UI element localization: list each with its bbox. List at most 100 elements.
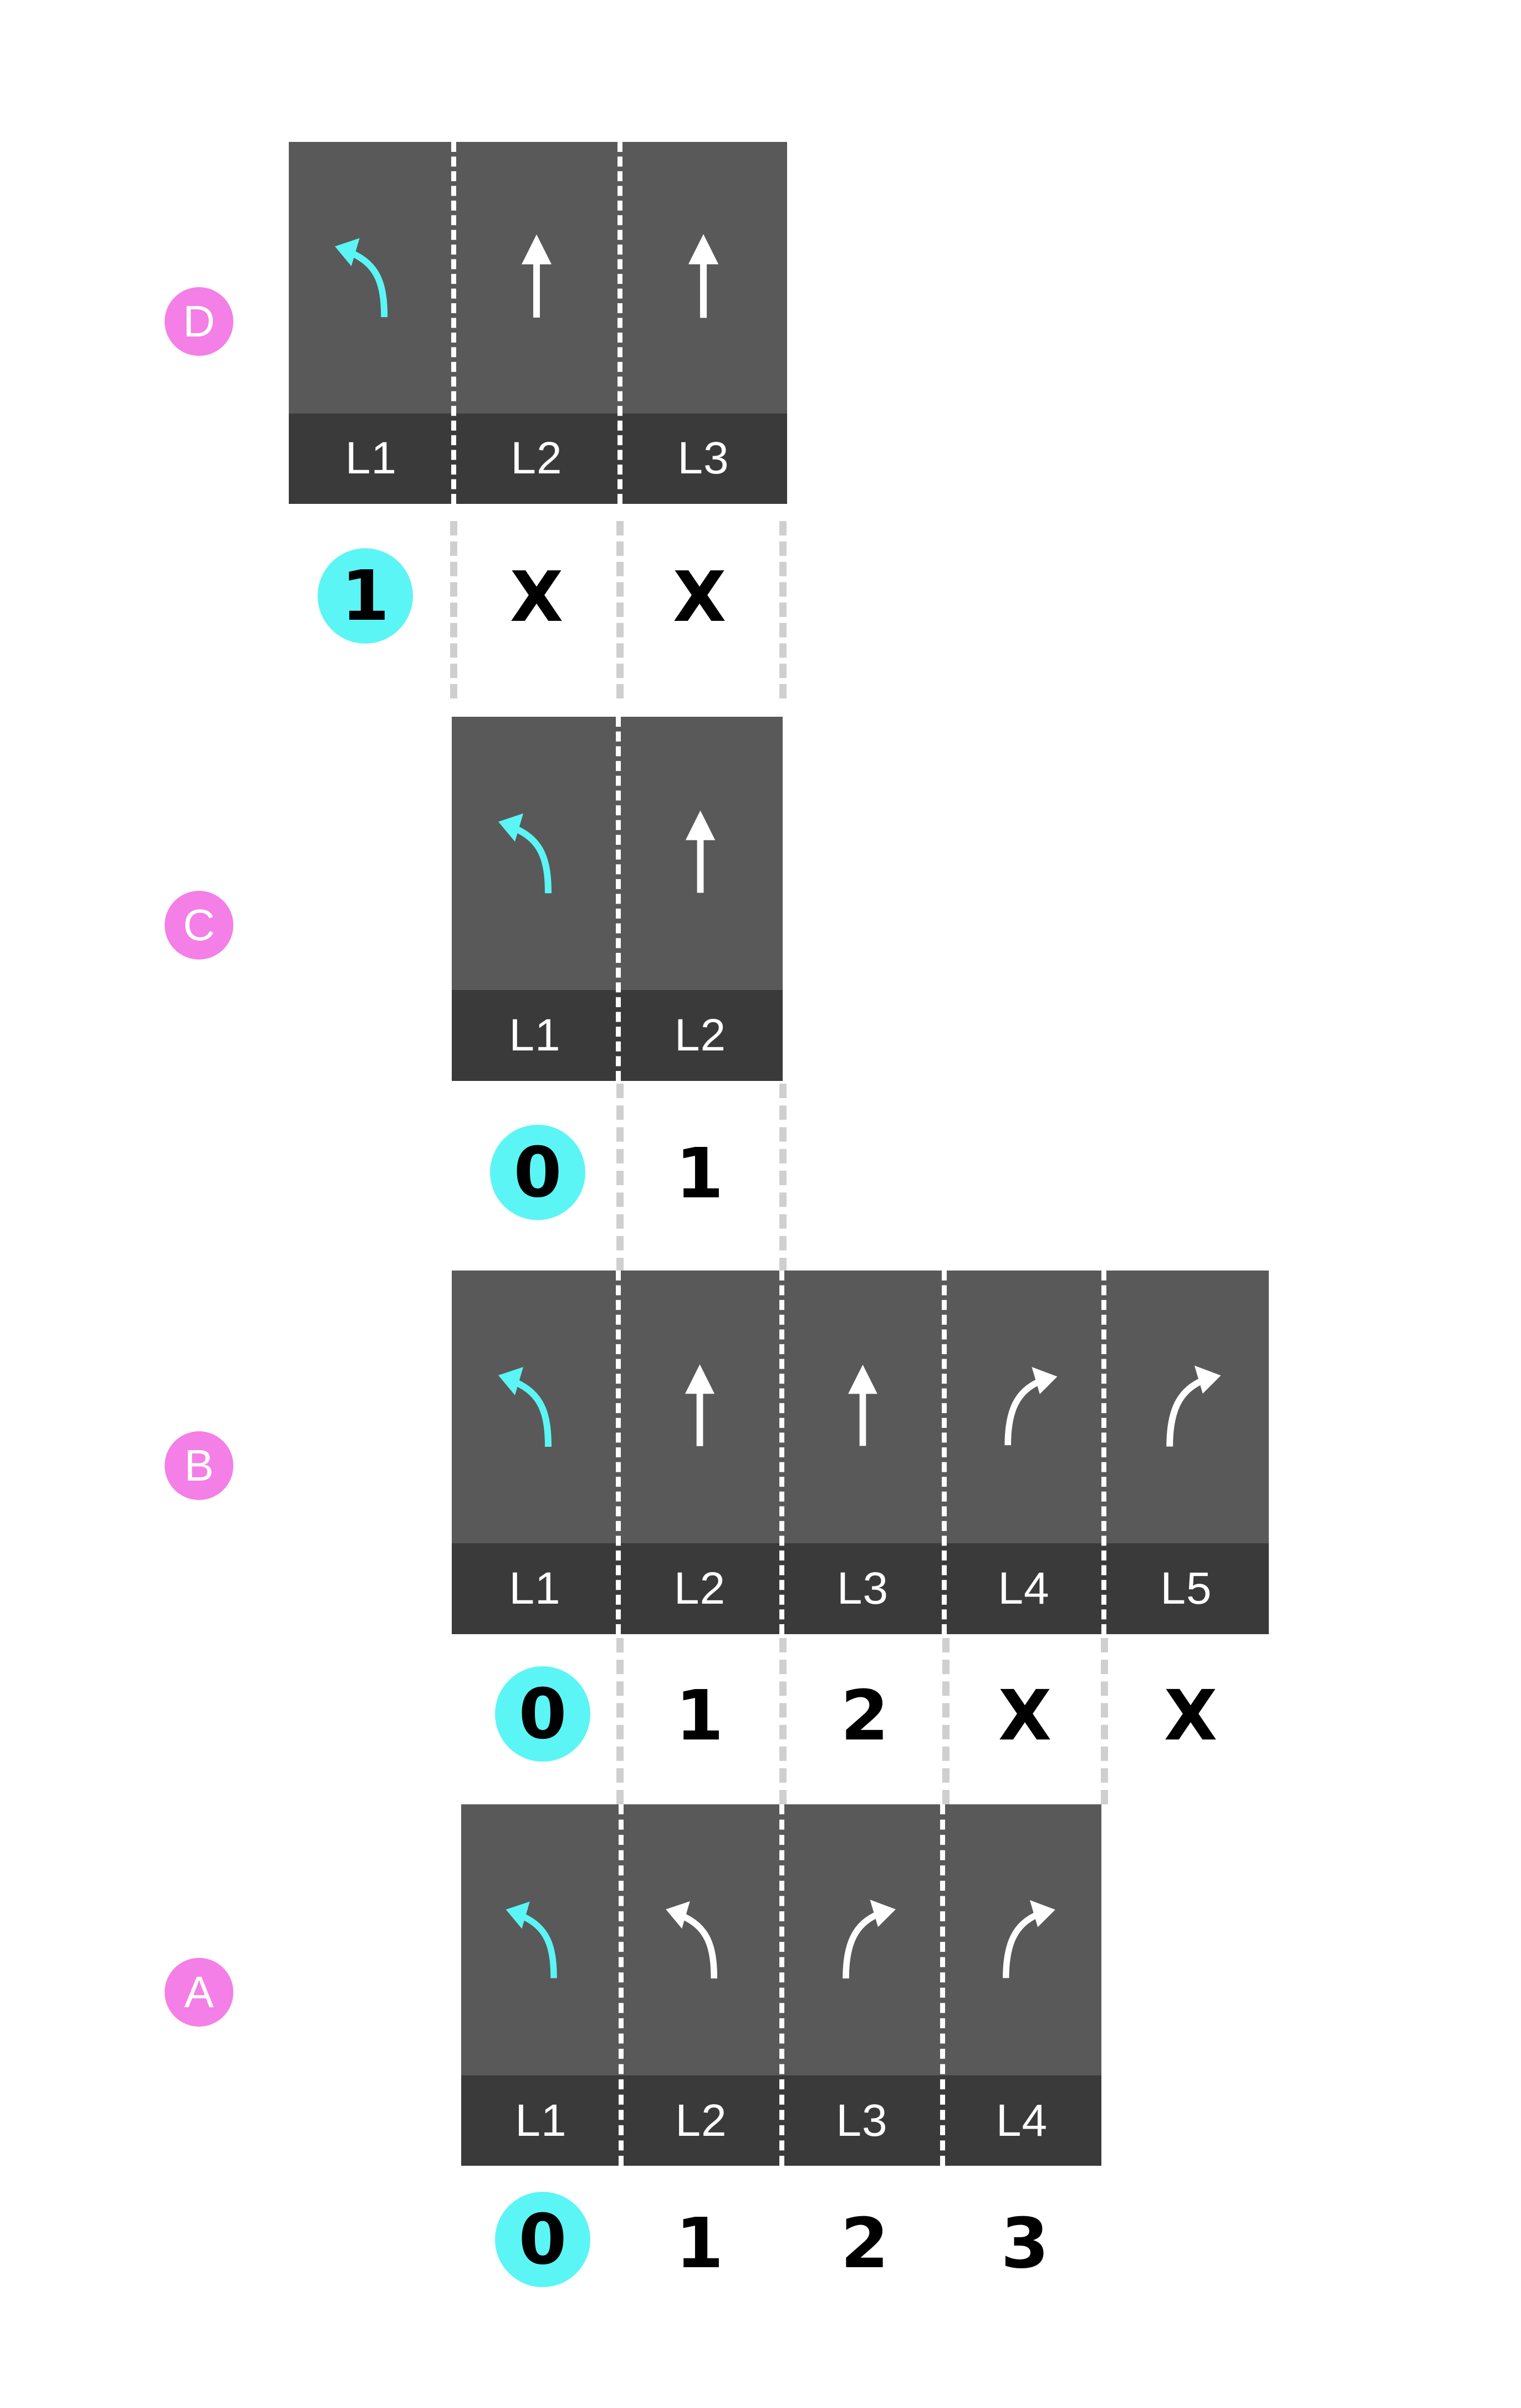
lane-b-1: L1 bbox=[452, 1271, 618, 1634]
arrow-shaft bbox=[513, 825, 552, 894]
lane-divider bbox=[451, 142, 456, 504]
lane-label: L2 bbox=[453, 413, 620, 504]
lane-b-3: L3 bbox=[782, 1271, 944, 1634]
guide-line bbox=[450, 521, 457, 698]
straight-arrow-icon bbox=[618, 1271, 782, 1543]
left-turn-arrow-icon-glyph bbox=[335, 238, 388, 318]
score: X bbox=[509, 557, 564, 637]
lane-label: L1 bbox=[461, 2075, 621, 2166]
left-turn-arrow-icon-glyph bbox=[498, 1367, 552, 1447]
score: X bbox=[1163, 1675, 1218, 1756]
guide-line bbox=[616, 1638, 624, 1804]
score: 2 bbox=[840, 1675, 889, 1756]
lane-d-3: L3 bbox=[620, 142, 787, 504]
arrow-head bbox=[870, 1900, 896, 1927]
lane-c-2: L2 bbox=[618, 717, 783, 1081]
straight-arrow-icon bbox=[618, 717, 783, 990]
lane-divider bbox=[940, 1804, 945, 2166]
lane-label: L2 bbox=[618, 989, 783, 1081]
straight-arrow-icon-glyph bbox=[685, 1364, 715, 1446]
straight-arrow-icon-glyph bbox=[688, 234, 719, 318]
guide-line bbox=[1101, 1638, 1108, 1804]
arrow-shaft bbox=[1004, 1378, 1042, 1446]
guide-line bbox=[616, 1084, 624, 1272]
lane-label: L5 bbox=[1104, 1543, 1269, 1634]
score: X bbox=[998, 1675, 1052, 1756]
score-highlight: 0 bbox=[495, 2192, 590, 2287]
group-badge-b: B bbox=[165, 1431, 233, 1500]
lane-divider bbox=[617, 142, 622, 504]
right-turn-arrow-icon-glyph bbox=[843, 1900, 896, 1979]
arrow-head bbox=[688, 234, 719, 264]
arrow-head bbox=[335, 238, 360, 267]
arrow-shaft bbox=[520, 1913, 557, 1978]
lane-c-1: L1 bbox=[452, 717, 618, 1081]
arrow-head bbox=[498, 1367, 523, 1395]
lane-a-4: L4 bbox=[942, 1804, 1101, 2166]
lane-label: L4 bbox=[944, 1543, 1104, 1634]
arrow-head bbox=[1194, 1365, 1221, 1394]
straight-arrow-icon-glyph bbox=[848, 1364, 877, 1446]
right-turn-arrow-icon-glyph bbox=[1166, 1365, 1221, 1447]
arrow-shaft bbox=[843, 1911, 880, 1979]
left-turn-arrow-icon-glyph bbox=[506, 1901, 557, 1978]
arrow-head bbox=[498, 813, 523, 842]
left-turn-arrow-icon bbox=[621, 1804, 782, 2075]
guide-line bbox=[779, 1084, 787, 1272]
arrow-head bbox=[848, 1364, 877, 1394]
straight-arrow-icon bbox=[453, 142, 620, 414]
lane-divider bbox=[779, 1271, 784, 1634]
arrow-shaft bbox=[680, 1912, 717, 1979]
score-highlight: 0 bbox=[495, 1666, 590, 1762]
lane-label: L2 bbox=[621, 2075, 782, 2166]
lane-b-2: L2 bbox=[618, 1271, 782, 1634]
lane-label: L1 bbox=[289, 413, 453, 504]
arrow-head bbox=[1032, 1367, 1058, 1394]
lane-b-4: L4 bbox=[944, 1271, 1104, 1634]
guide-line bbox=[616, 521, 624, 698]
arrow-shaft bbox=[513, 1379, 552, 1447]
lane-label: L4 bbox=[942, 2075, 1101, 2166]
lane-label: L3 bbox=[620, 413, 787, 504]
right-turn-arrow-icon bbox=[944, 1271, 1104, 1543]
score-highlight: 0 bbox=[490, 1125, 585, 1220]
right-turn-arrow-icon bbox=[1104, 1271, 1269, 1543]
lane-label: L3 bbox=[782, 2075, 942, 2166]
score: 3 bbox=[1001, 2203, 1049, 2284]
lane-divider bbox=[616, 717, 621, 1081]
left-turn-arrow-icon-glyph bbox=[666, 1901, 717, 1979]
arrow-head bbox=[666, 1901, 690, 1929]
arrow-head bbox=[522, 234, 552, 264]
right-turn-arrow-icon bbox=[942, 1804, 1101, 2075]
straight-arrow-icon-glyph bbox=[685, 810, 716, 893]
arrow-head bbox=[685, 810, 716, 840]
right-turn-arrow-icon bbox=[782, 1804, 942, 2075]
lane-divider bbox=[1101, 1271, 1106, 1634]
arrow-head bbox=[1029, 1900, 1055, 1927]
lane-label: L1 bbox=[452, 989, 618, 1081]
lane-label: L3 bbox=[782, 1543, 944, 1634]
arrow-shaft bbox=[1003, 1911, 1039, 1978]
score: 2 bbox=[840, 2203, 889, 2284]
left-turn-arrow-icon bbox=[452, 717, 618, 990]
lane-divider bbox=[619, 1804, 624, 2166]
lane-b-5: L5 bbox=[1104, 1271, 1269, 1634]
guide-line bbox=[779, 521, 787, 698]
group-badge-d: D bbox=[165, 287, 233, 356]
score: 1 bbox=[675, 2203, 724, 2284]
left-turn-arrow-icon bbox=[452, 1271, 618, 1543]
lane-a-1: L1 bbox=[461, 1804, 621, 2166]
arrow-shaft bbox=[1166, 1377, 1204, 1447]
lane-label: L1 bbox=[452, 1543, 618, 1634]
lane-d-2: L2 bbox=[453, 142, 620, 504]
guide-line bbox=[779, 1638, 787, 1804]
right-turn-arrow-icon-glyph bbox=[1003, 1900, 1055, 1978]
straight-arrow-icon bbox=[782, 1271, 944, 1543]
group-badge-c: C bbox=[165, 891, 233, 960]
arrow-shaft bbox=[350, 249, 388, 318]
